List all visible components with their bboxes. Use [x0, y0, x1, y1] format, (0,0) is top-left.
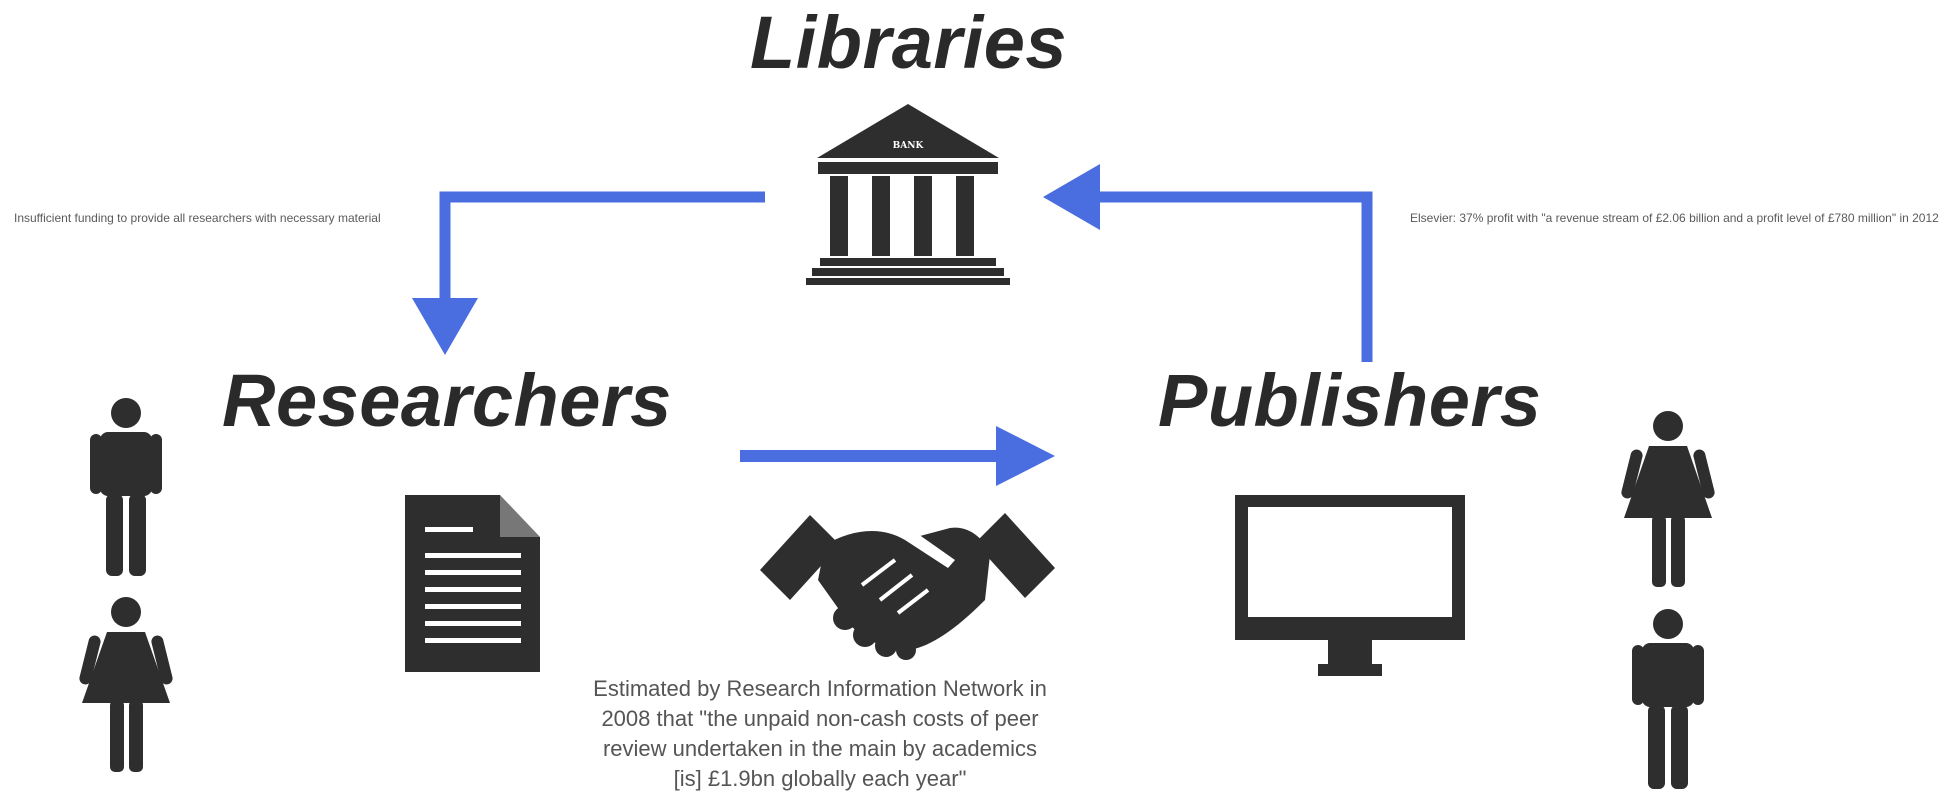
- arrow-publishers-to-libraries: [1043, 164, 1373, 362]
- peer-review-cost-note: Estimated by Research Information Networ…: [593, 676, 1047, 791]
- arrow-researchers-to-publishers: [740, 426, 1055, 486]
- libraries-title: Libraries: [750, 1, 1068, 84]
- document-icon: [405, 495, 540, 672]
- handshake-icon: [760, 513, 1055, 660]
- arrow-libraries-to-researchers: [412, 191, 765, 355]
- monitor-icon: [1235, 495, 1465, 676]
- woman-icon: [1621, 411, 1715, 587]
- elsevier-profit-note: Elsevier: 37% profit with "a revenue str…: [1410, 211, 1939, 225]
- diagram-graphics: BANK: [79, 104, 1715, 789]
- publishers-title: Publishers: [1158, 359, 1542, 442]
- man-icon: [1632, 609, 1704, 789]
- man-icon: [90, 398, 162, 576]
- bank-sign-label: BANK: [893, 141, 925, 151]
- woman-icon: [79, 597, 173, 772]
- researchers-title: Researchers: [222, 359, 672, 442]
- bank-icon: BANK: [806, 104, 1010, 285]
- funding-note: Insufficient funding to provide all rese…: [14, 211, 381, 225]
